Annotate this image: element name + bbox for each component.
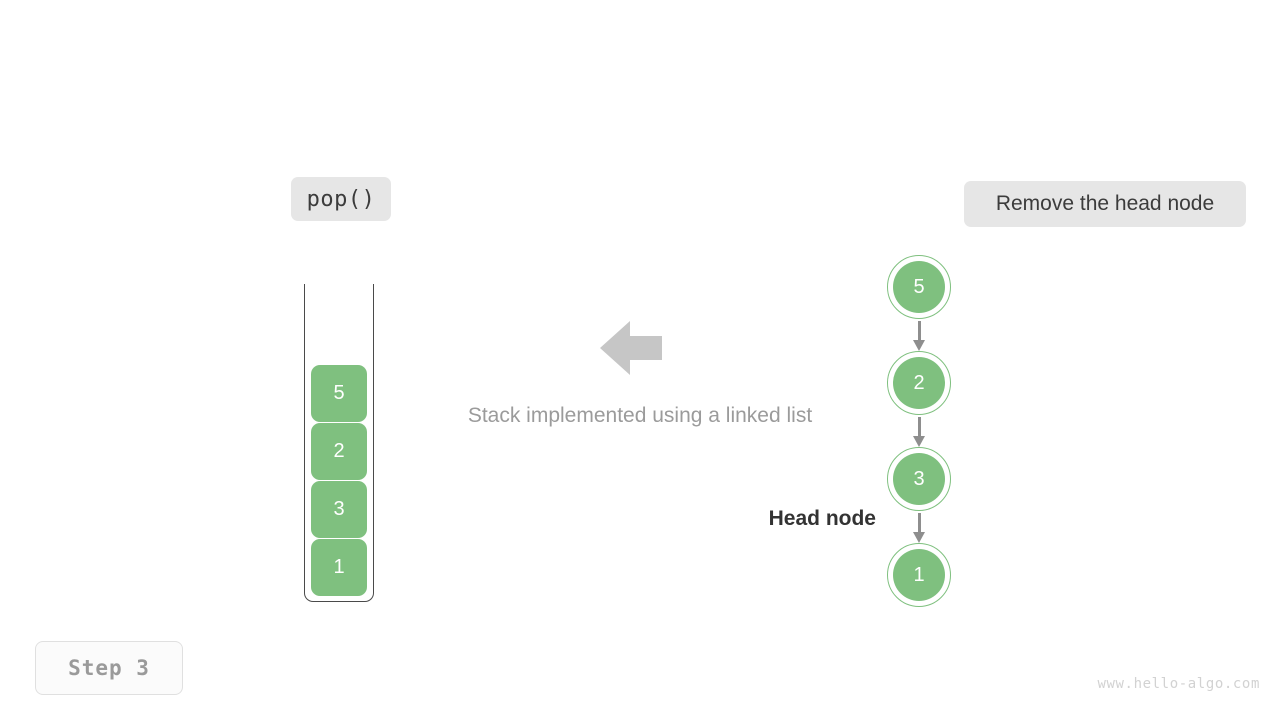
node-circle: 2 xyxy=(887,351,951,415)
stack-container: 5 2 3 1 xyxy=(304,284,374,602)
link-arrow-icon xyxy=(912,417,925,447)
node-value: 5 xyxy=(893,261,945,313)
operation-badge: pop() xyxy=(291,177,391,221)
linked-list-node: 1 xyxy=(886,543,954,611)
stack-cell: 1 xyxy=(311,539,367,596)
linked-list-node: 5 xyxy=(886,255,954,323)
node-value: 1 xyxy=(893,549,945,601)
stack-cell-list: 5 2 3 1 xyxy=(304,365,374,596)
stack-cell: 3 xyxy=(311,481,367,538)
node-circle: 5 xyxy=(887,255,951,319)
link-arrow-icon xyxy=(912,513,925,543)
node-circle: 3 xyxy=(887,447,951,511)
stack-frame-outline xyxy=(304,284,374,602)
linked-list-diagram: Head node Tail node 5 2 3 xyxy=(769,255,954,607)
stack-cell: 2 xyxy=(311,423,367,480)
stack-cell: 5 xyxy=(311,365,367,422)
left-arrow-icon xyxy=(600,319,662,377)
node-value: 2 xyxy=(893,357,945,409)
linked-list-node: 3 xyxy=(886,447,954,515)
step-badge: Step 3 xyxy=(35,641,183,695)
head-node-label: Head node xyxy=(768,507,876,530)
watermark-text: www.hello-algo.com xyxy=(1097,676,1260,692)
node-value: 3 xyxy=(893,453,945,505)
action-badge: Remove the head node xyxy=(964,181,1246,227)
link-arrow-icon xyxy=(912,321,925,351)
linked-list-node: 2 xyxy=(886,351,954,419)
node-circle: 1 xyxy=(887,543,951,607)
caption-text: Stack implemented using a linked list xyxy=(467,404,813,427)
